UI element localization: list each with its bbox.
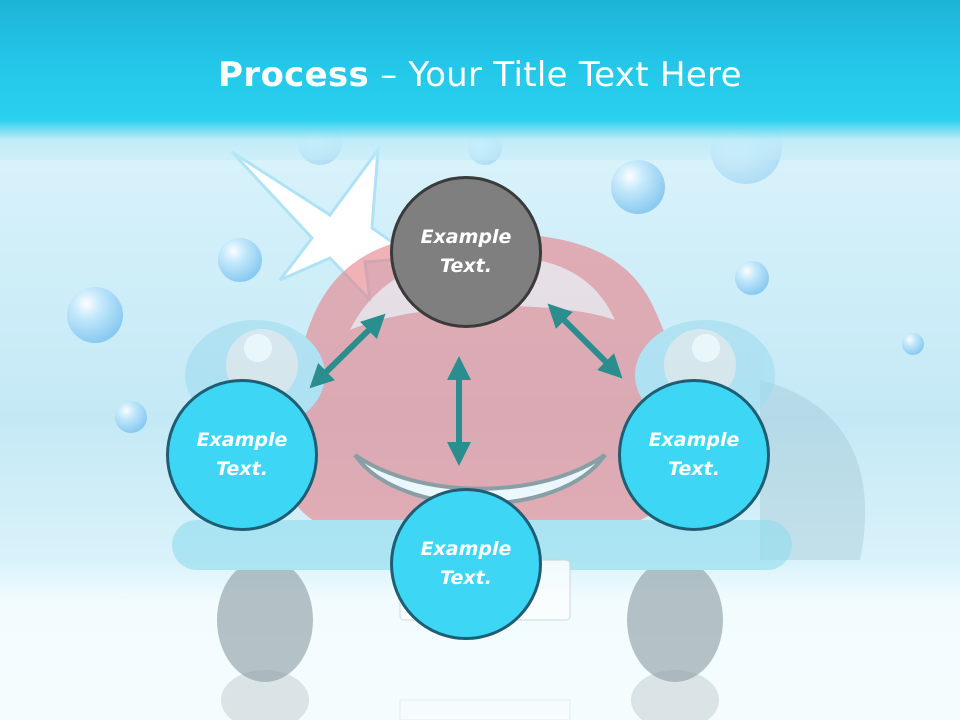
title-rest: – Your Title Text Here — [369, 55, 742, 95]
node-left-line1: Example — [196, 429, 288, 451]
slide-title: Process – Your Title Text Here — [0, 52, 960, 98]
node-bottom-line2: Text. — [440, 567, 492, 589]
node-bottom-line1: Example — [420, 538, 512, 560]
process-node-left: Example Text. — [166, 379, 318, 531]
node-right-line1: Example — [648, 429, 740, 451]
process-node-right: Example Text. — [618, 379, 770, 531]
node-left-line2: Text. — [216, 458, 268, 480]
node-top-line1: Example — [420, 226, 512, 248]
title-band — [0, 0, 960, 160]
node-top-line2: Text. — [440, 255, 492, 277]
arrow-top-left — [309, 313, 386, 389]
process-node-bottom: Example Text. — [390, 488, 542, 640]
title-bold: Process — [218, 55, 370, 95]
node-right-line2: Text. — [668, 458, 720, 480]
arrow-top-right — [547, 303, 623, 379]
process-node-top: Example Text. — [390, 176, 542, 328]
